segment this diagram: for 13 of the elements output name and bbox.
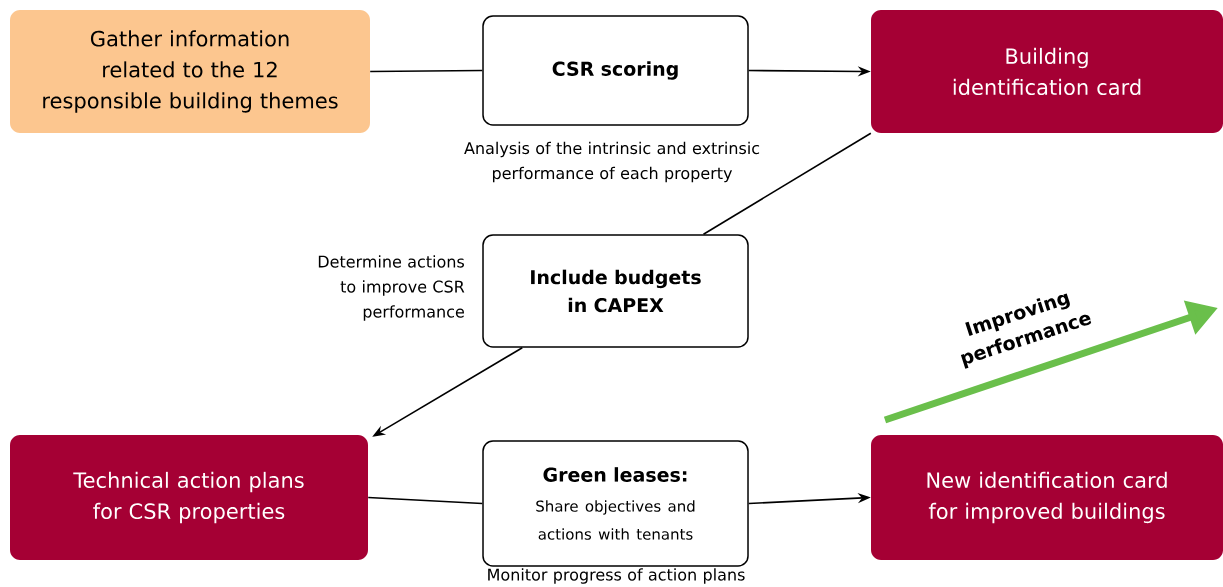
result-box: New identification card for improved buildings xyxy=(871,435,1223,560)
step-box: CSR scoring xyxy=(482,15,749,126)
step-box: Include budgets in CAPEX xyxy=(482,234,749,348)
caption-text: Determine actions to improve CSR performance xyxy=(318,255,465,321)
connector xyxy=(369,69,484,73)
result-box: Building identification card xyxy=(871,10,1223,133)
caption-text: Analysis of the intrinsic and extrinsic performance of each property xyxy=(464,141,760,183)
connector xyxy=(367,496,484,505)
step-box: Green leases: Share objectives and actions with tenants xyxy=(482,440,749,567)
process-box: Gather information related to the 12 responsible building themes xyxy=(10,10,370,133)
result-box: Technical action plans for CSR properties xyxy=(10,435,368,560)
caption-text: Monitor progress of action plans xyxy=(488,568,745,584)
connector xyxy=(702,132,872,236)
